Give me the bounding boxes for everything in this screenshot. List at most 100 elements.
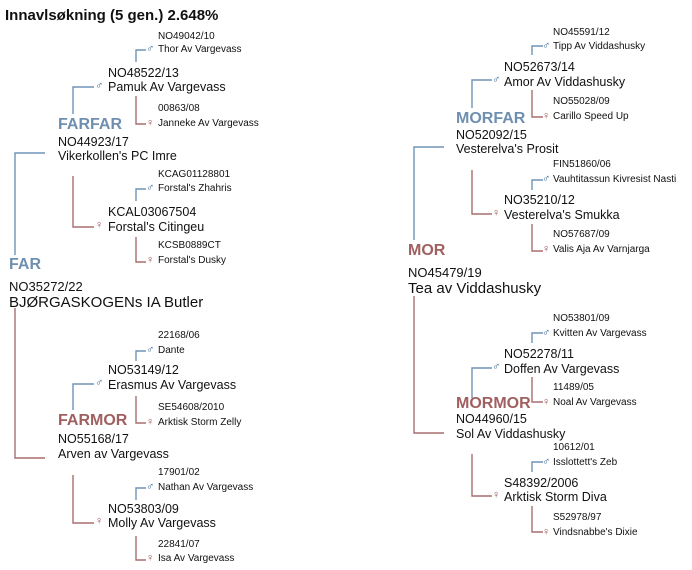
farmor-mother-reg: NO53803/09 [108, 502, 179, 516]
line-erasmus-sire [135, 350, 146, 361]
female-symbol-icon: ♀ [542, 110, 551, 122]
mormor-father-reg: NO52278/11 [504, 347, 574, 361]
morfar-reg: NO52092/15 [456, 128, 527, 142]
line-mormor [413, 296, 444, 434]
ggs-1-name: Thor Av Vargevass [158, 44, 242, 55]
female-symbol-icon: ♀ [542, 243, 551, 255]
ggs-4-reg: 17901/02 [158, 467, 200, 478]
mormor-father-name: Doffen Av Vargevass [504, 362, 620, 376]
female-symbol-icon: ♀ [95, 219, 104, 231]
page-title: Innavlsøkning (5 gen.) 2.648% [5, 7, 219, 24]
farmor-father-name: Erasmus Av Vargevass [108, 378, 237, 392]
male-symbol-icon: ♂ [542, 327, 551, 339]
male-symbol-icon: ♂ [542, 40, 551, 52]
line-farmor-mother [72, 475, 94, 524]
line-amor-dam [531, 90, 543, 118]
line-diva-sire [531, 461, 543, 472]
female-symbol-icon: ♀ [146, 416, 155, 428]
line-pamuk-sire [135, 49, 146, 62]
ggs-7-name: Kvitten Av Vargevass [553, 328, 647, 339]
ggs-5-name: Tipp Av Viddashusky [553, 41, 646, 52]
line-molly-sire [135, 487, 146, 500]
mormor-mother-reg: S48392/2006 [504, 476, 579, 490]
line-far [14, 152, 45, 255]
farmor-reg: NO55168/17 [58, 432, 129, 446]
male-symbol-icon: ♂ [146, 43, 155, 55]
line-farmor [14, 308, 45, 459]
morfar-father-name: Amor Av Viddashusky [504, 75, 626, 89]
line-morfar-father [471, 79, 492, 108]
morfar-father-reg: NO52673/14 [504, 60, 575, 74]
farfar-mother-reg: KCAL03067504 [108, 205, 197, 219]
line-farfar-mother [72, 176, 94, 228]
male-symbol-icon: ♂ [95, 80, 104, 92]
line-morfar-mother [471, 170, 492, 215]
female-symbol-icon: ♀ [146, 254, 155, 266]
morfar-label: MORFAR [456, 110, 526, 127]
ggd-5-name: Carillo Speed Up [553, 111, 629, 122]
female-symbol-icon: ♀ [542, 526, 551, 538]
ggd-6-name: Valis Aja Av Varnjarga [553, 244, 650, 255]
female-symbol-icon: ♀ [492, 489, 501, 501]
line-farfar-father [72, 86, 94, 114]
ggd-6-reg: NO57687/09 [553, 229, 610, 240]
ggs-7-reg: NO53801/09 [553, 313, 610, 324]
ggs-2-name: Forstal's Zhahris [158, 183, 232, 194]
line-farmor-father [72, 383, 94, 410]
male-symbol-icon: ♂ [146, 481, 155, 493]
mormor-mother-name: Arktisk Storm Diva [504, 490, 607, 504]
line-smukka-dam [531, 224, 543, 252]
farfar-label: FARFAR [58, 116, 122, 133]
line-doffen-sire [531, 332, 543, 343]
ggd-4-reg: 22841/07 [158, 539, 200, 550]
morfar-mother-name: Vesterelva's Smukka [504, 208, 620, 222]
male-symbol-icon: ♂ [492, 361, 501, 373]
ggs-8-name: Isslottett's Zeb [553, 457, 618, 468]
male-symbol-icon: ♂ [146, 182, 155, 194]
ggs-1-reg: NO49042/10 [158, 31, 215, 42]
line-erasmus-dam [135, 396, 146, 424]
ggs-3-reg: 22168/06 [158, 330, 200, 341]
mor-reg: NO45479/19 [408, 265, 482, 280]
ggd-2-reg: KCSB0889CT [158, 240, 221, 251]
ggd-1-name: Janneke Av Vargevass [158, 118, 259, 129]
ggs-5-reg: NO45591/12 [553, 27, 610, 38]
ggd-8-name: Vindsnabbe's Dixie [553, 527, 638, 538]
female-symbol-icon: ♀ [542, 396, 551, 408]
male-symbol-icon: ♂ [95, 377, 104, 389]
line-molly-dam [135, 536, 146, 561]
female-symbol-icon: ♀ [492, 207, 501, 219]
mormor-name: Sol Av Viddashusky [456, 427, 566, 441]
line-doffen-dam [531, 377, 543, 403]
ggd-5-reg: NO55028/09 [553, 96, 610, 107]
line-smukka-sire [531, 179, 543, 190]
farmor-label: FARMOR [58, 412, 128, 429]
ggs-6-reg: FIN51860/06 [553, 159, 611, 170]
far-label: FAR [9, 256, 41, 273]
ggd-3-name: Arktisk Storm Zelly [158, 417, 242, 428]
ggs-2-reg: KCAG01128801 [158, 169, 231, 180]
ggd-4-name: Isa Av Vargevass [158, 553, 235, 564]
farmor-mother-name: Molly Av Vargevass [108, 516, 216, 530]
male-symbol-icon: ♂ [542, 173, 551, 185]
line-pamuk-dam [135, 96, 146, 125]
subject-name: BJØRGASKOGENs IA Butler [9, 294, 204, 311]
ggd-2-name: Forstal's Dusky [158, 255, 227, 266]
line-diva-dam [531, 506, 543, 533]
ggs-3-name: Dante [158, 345, 185, 356]
farmor-father-reg: NO53149/12 [108, 363, 179, 377]
line-citingeu-sire [135, 188, 146, 201]
subject-reg: NO35272/22 [9, 279, 83, 294]
farfar-name: Vikerkollen's PC Imre [58, 149, 177, 163]
ggs-4-name: Nathan Av Vargevass [158, 482, 254, 493]
ggd-8-reg: S52978/97 [553, 512, 602, 523]
mor-name: Tea av Viddashusky [408, 280, 542, 297]
ggd-3-reg: SE54608/2010 [158, 402, 225, 413]
morfar-name: Vesterelva's Prosit [456, 142, 559, 156]
farfar-mother-name: Forstal's Citingeu [108, 220, 205, 234]
farfar-father-reg: NO48522/13 [108, 66, 179, 80]
mormor-label: MORMOR [456, 395, 531, 412]
female-symbol-icon: ♀ [146, 552, 155, 564]
male-symbol-icon: ♂ [146, 344, 155, 356]
